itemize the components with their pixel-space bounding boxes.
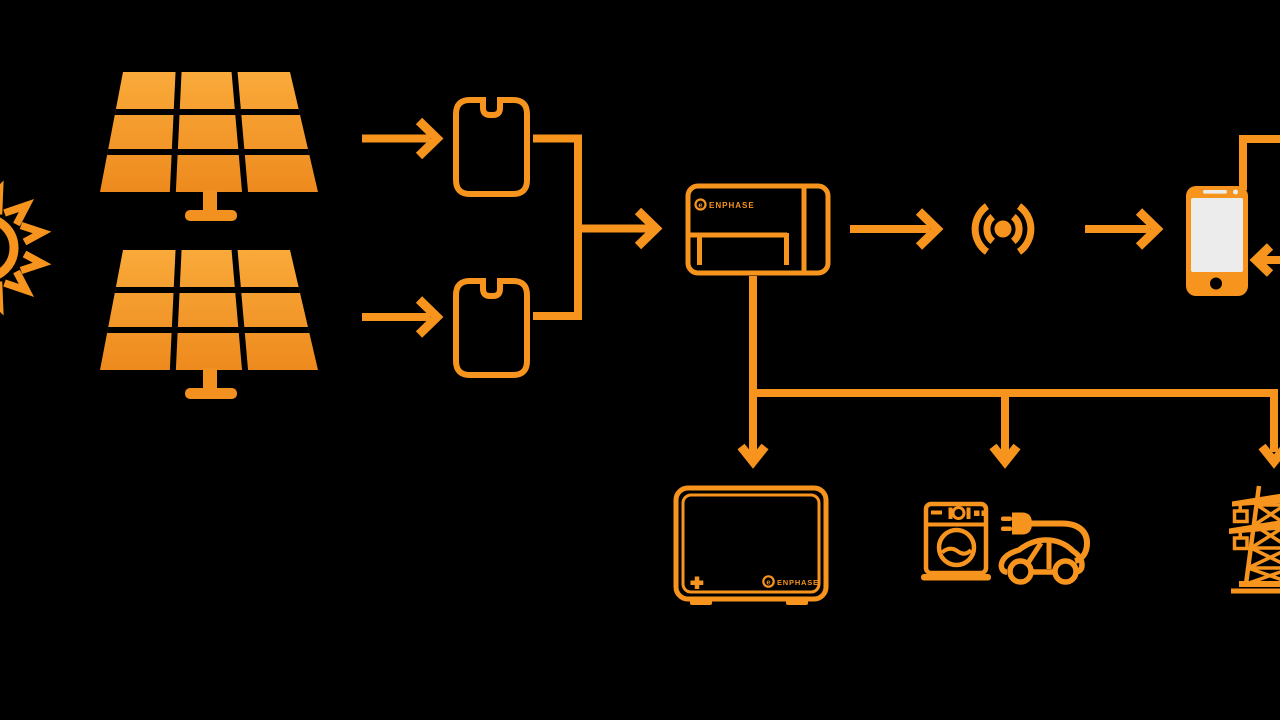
gateway-logo-mark: e <box>698 200 702 209</box>
battery-logo-text: ENPHASE <box>777 578 819 587</box>
tower-insulator-1 <box>1232 509 1249 524</box>
solar-panel-2 <box>95 247 325 399</box>
microinverter-2 <box>456 281 527 375</box>
washer-water-wave <box>940 546 973 556</box>
gateway-logo: e ENPHASE <box>694 198 755 211</box>
ev-front-wheel <box>1007 558 1034 585</box>
arrow-gateway-to-battery-head <box>737 443 769 469</box>
washer-door <box>936 527 977 568</box>
ev-plug-icon <box>1012 512 1032 535</box>
arrow-to-appliances-head <box>989 443 1021 469</box>
battery-logo: e ENPHASE <box>762 575 819 588</box>
battery: e ENPHASE <box>673 485 829 605</box>
arrow-wireless-to-phone <box>1085 208 1164 250</box>
branch-horizontal <box>753 389 1278 452</box>
phone-speaker <box>1203 190 1227 194</box>
phone-screen <box>1191 198 1243 272</box>
arrow-panel2-to-micro2 <box>362 296 444 338</box>
branch-lines <box>737 276 1280 469</box>
phone-camera <box>1233 189 1238 195</box>
battery-logo-mark: e <box>766 577 770 586</box>
smartphone <box>1186 135 1280 296</box>
combiner-lines <box>533 134 582 320</box>
arrow-edge-to-phone <box>1249 243 1280 277</box>
arrow-panel1-to-micro1 <box>362 117 444 160</box>
gateway: e ENPHASE <box>685 183 831 276</box>
ev-rear-wheel <box>1052 558 1079 585</box>
solar-panel-1 <box>95 69 325 221</box>
washing-machine <box>921 501 991 581</box>
arrow-micros-to-gateway <box>578 207 663 250</box>
tower-insulator-2 <box>1232 536 1249 551</box>
phone-uplink-line <box>1239 135 1280 190</box>
sun-icon <box>0 180 52 316</box>
phone-home-button <box>1210 277 1222 290</box>
battery-plus-icon <box>690 576 704 589</box>
arrow-to-grid-head <box>1258 443 1280 469</box>
ev-car <box>998 512 1091 585</box>
transmission-tower <box>1229 485 1280 594</box>
arrow-gateway-to-wireless <box>850 208 944 250</box>
wireless-signal-icon <box>971 203 1035 255</box>
microinverter-1 <box>456 100 527 194</box>
gateway-logo-text: ENPHASE <box>709 201 755 210</box>
